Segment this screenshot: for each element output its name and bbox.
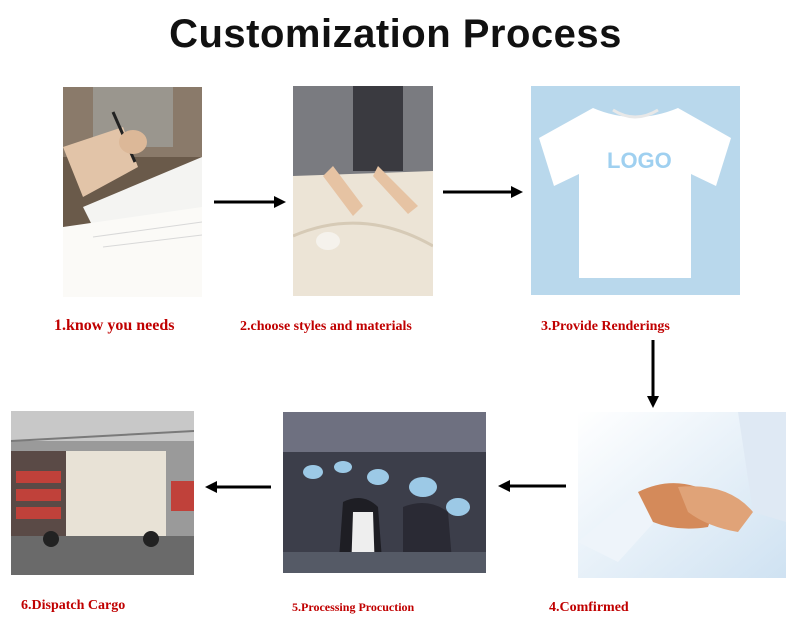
step-2-caption: 2.choose styles and materials (240, 319, 412, 334)
step-1-caption: 1.know you needs (54, 317, 175, 334)
step-6-image (11, 411, 194, 575)
page-title: Customization Process (169, 12, 622, 56)
right-arrow-icon (443, 186, 523, 198)
right-arrow-icon (214, 196, 286, 208)
step-1-image (63, 87, 202, 297)
step-2-image (293, 86, 433, 296)
step-4-image (578, 412, 786, 578)
step-3-caption: 3.Provide Renderings (541, 319, 670, 334)
step-5-caption: 5.Processing Procuction (292, 600, 415, 614)
left-arrow-icon (498, 480, 566, 492)
step-3-image: LOGO (531, 86, 740, 295)
step-4-caption: 4.Comfirmed (549, 600, 629, 615)
down-arrow-icon (647, 340, 659, 408)
step-5-image (283, 412, 486, 573)
logo-label: LOGO (607, 148, 672, 173)
step-6-caption: 6.Dispatch Cargo (21, 598, 126, 613)
left-arrow-icon (205, 481, 271, 493)
